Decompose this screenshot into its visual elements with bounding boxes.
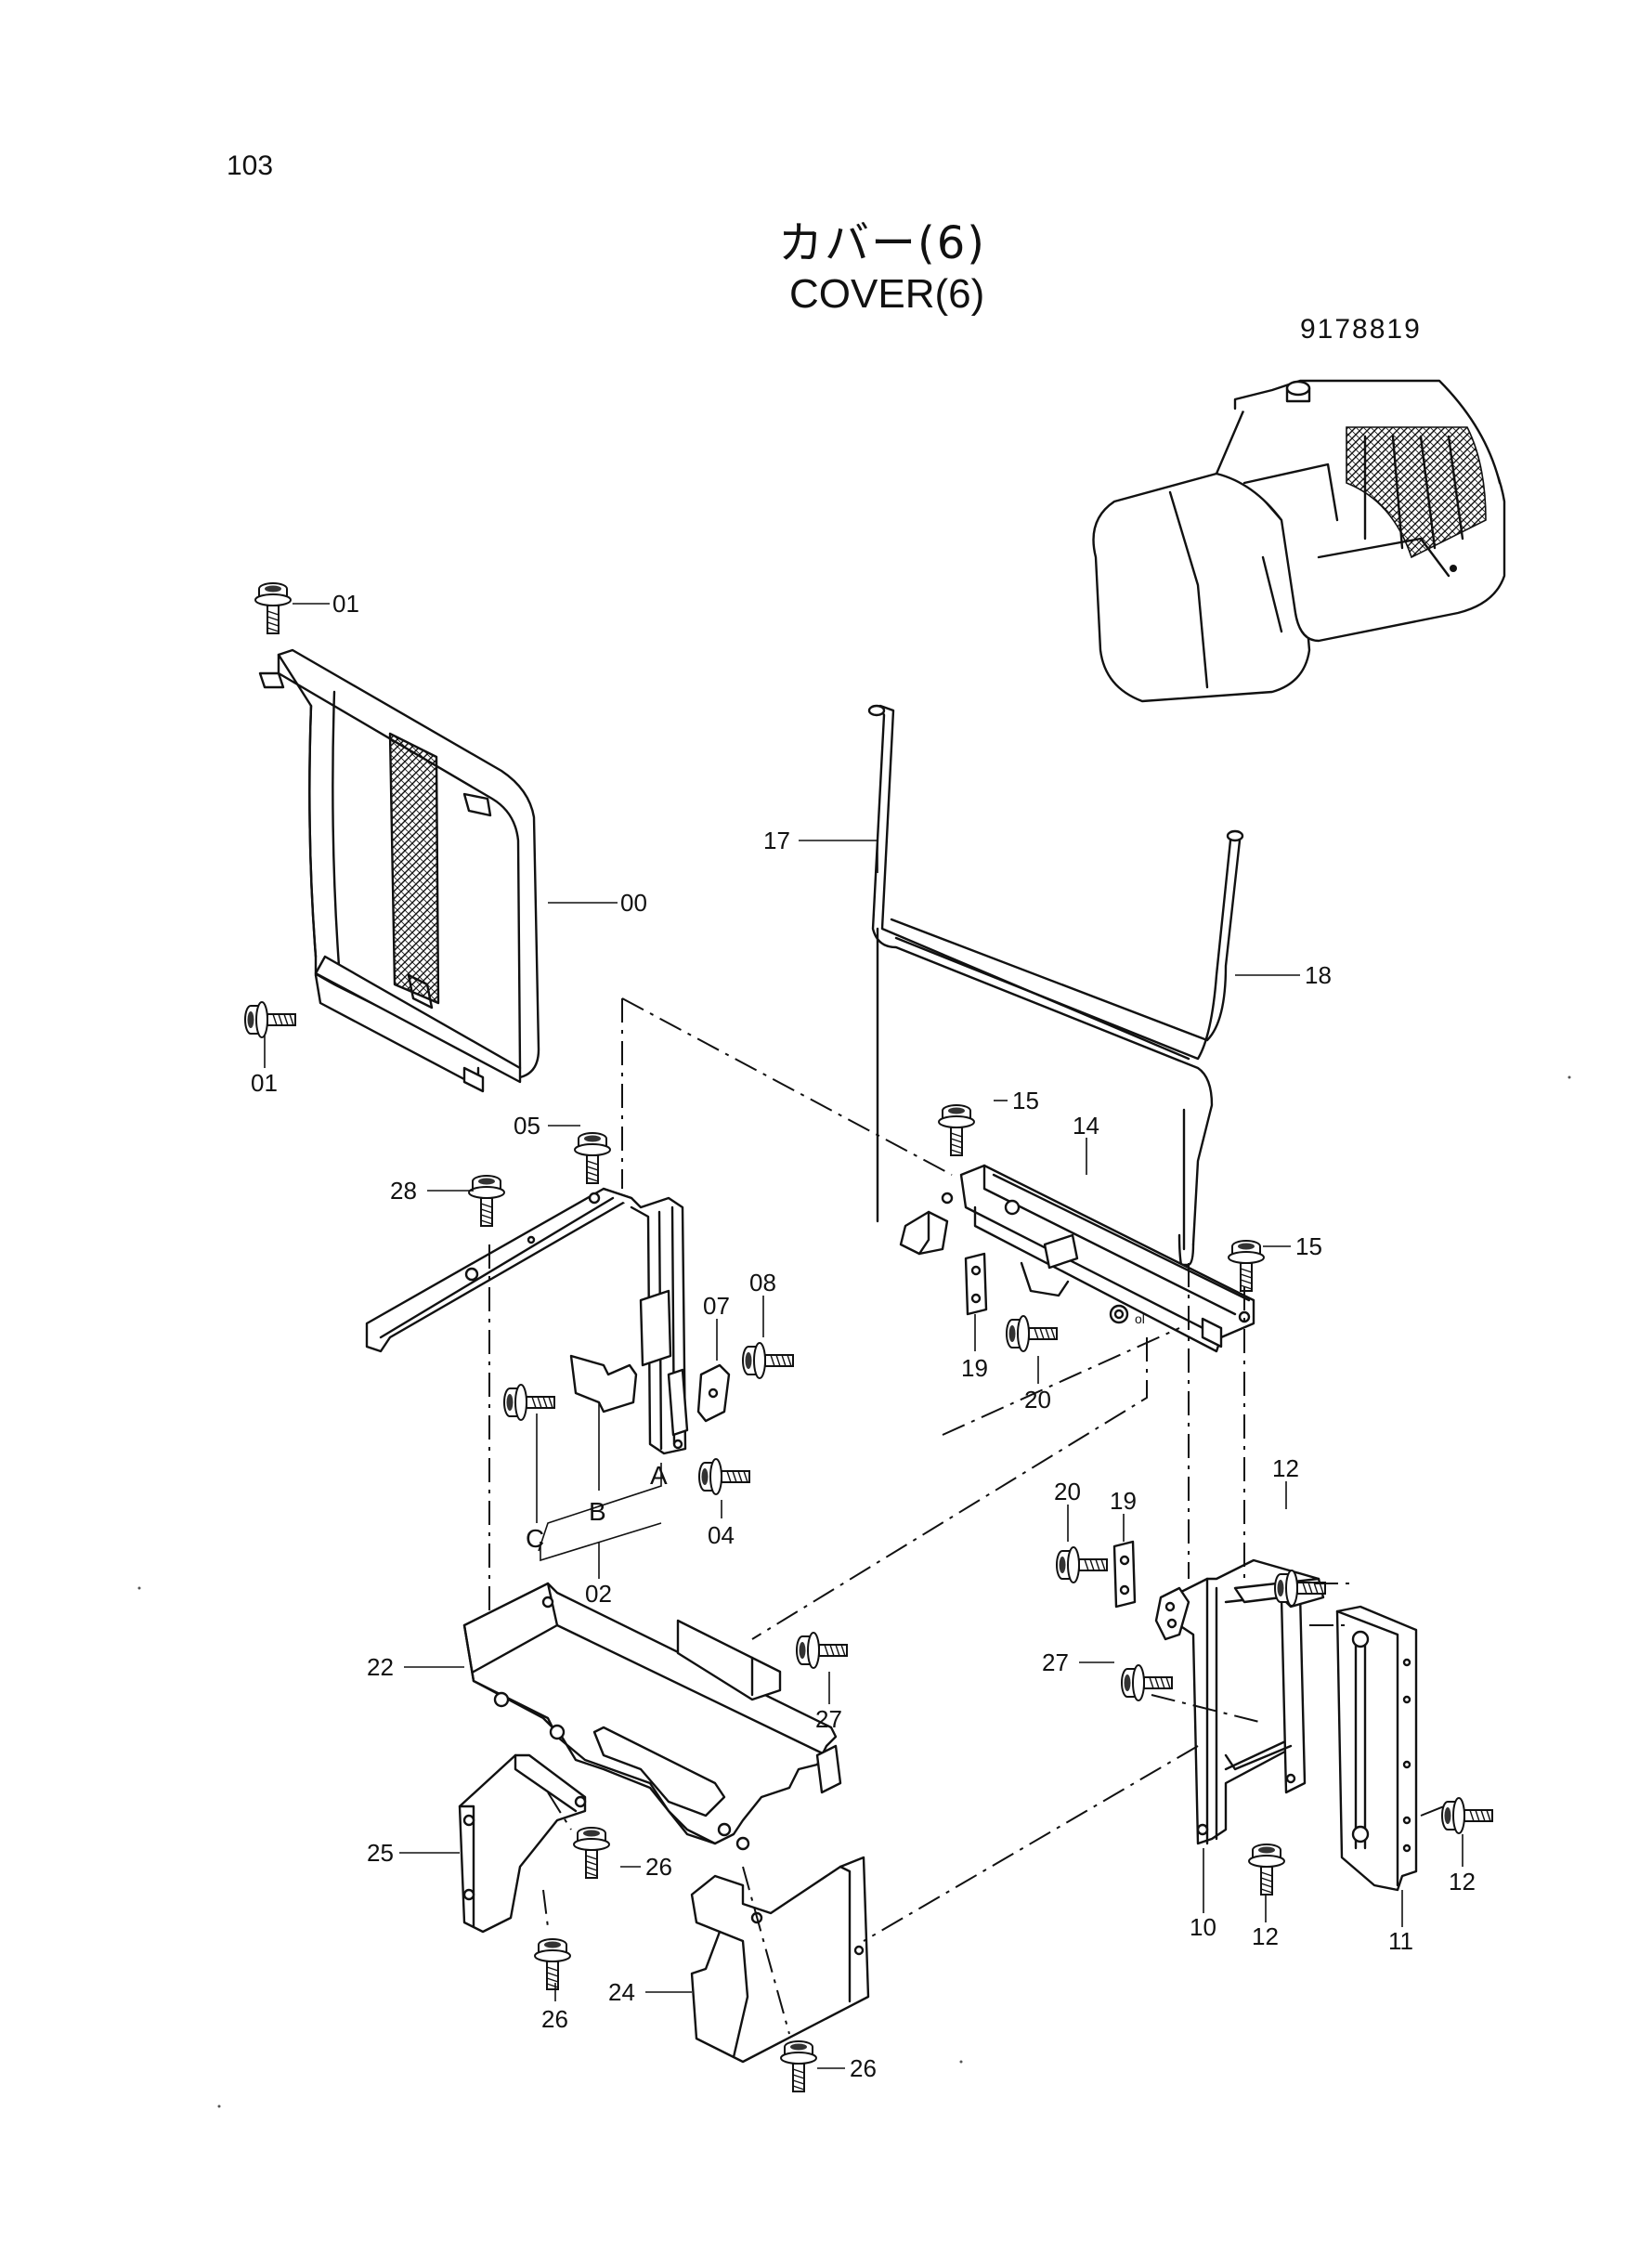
callout-11: 11 [1388, 1927, 1413, 1955]
callout-28: 28 [390, 1177, 417, 1205]
callout-12: 12 [1252, 1922, 1279, 1950]
callout-18: 18 [1305, 961, 1332, 989]
callout-01: 01 [332, 590, 359, 618]
callout-27: 27 [1042, 1648, 1069, 1676]
callout-26: 26 [541, 2005, 568, 2033]
part-17-18-support-rods [867, 704, 1244, 1267]
bolt-15-right [1228, 1240, 1265, 1292]
bolt-20-lower [1056, 1546, 1108, 1583]
bolt-20-upper [1006, 1315, 1058, 1352]
diagram-title-english: COVER(6) [789, 271, 985, 317]
scan-specks [137, 1075, 1571, 2108]
bolt-27-left [796, 1632, 848, 1669]
part-22-lower-tray [462, 1582, 842, 1851]
part-00-grille-cover [258, 648, 540, 1093]
callout-20: 20 [1054, 1478, 1081, 1505]
callout-02: 02 [585, 1580, 612, 1608]
callout-19: 19 [1110, 1487, 1137, 1515]
part-07-clip [696, 1363, 731, 1423]
part-10-support-frame [1112, 1540, 1325, 1845]
callout-19: 19 [961, 1354, 988, 1382]
bolt-12-bottom [1248, 1844, 1285, 1896]
callout-10: 10 [1190, 1913, 1216, 1941]
callout-05: 05 [514, 1112, 540, 1140]
callout-17: 17 [763, 827, 790, 854]
svg-text:ol: ol [1135, 1311, 1145, 1326]
callout-leader-lines [264, 603, 1463, 2069]
callout-14: 14 [1073, 1112, 1099, 1140]
part-25-side-plate [458, 1753, 587, 1934]
callout-01: 01 [251, 1069, 278, 1097]
callout-08: 08 [749, 1269, 776, 1296]
callout-25: 25 [367, 1839, 394, 1867]
callout-27: 27 [815, 1705, 842, 1733]
part-11-side-cover [1335, 1605, 1418, 1892]
part-02-side-bracket [365, 1187, 689, 1455]
callout-22: 22 [367, 1653, 394, 1681]
callout-26: 26 [645, 1853, 672, 1881]
machine-overview-illustration [1092, 379, 1506, 703]
bolt-12-right [1441, 1797, 1493, 1834]
part-19-plate-upper [964, 1252, 988, 1316]
callout-B: B [589, 1497, 606, 1526]
callout-07: 07 [703, 1292, 730, 1320]
bolt-26-middle [573, 1827, 610, 1879]
bolt-04 [698, 1458, 750, 1495]
callout-24: 24 [608, 1978, 635, 2006]
document-number: 9178819 [1300, 314, 1422, 345]
callout-00: 00 [620, 889, 647, 917]
bolt-26-lower [534, 1938, 571, 1990]
bolt-05 [574, 1132, 611, 1184]
callout-12: 12 [1449, 1868, 1476, 1896]
bolt-15-left [938, 1104, 975, 1156]
bolt-01-upper [254, 582, 292, 634]
callout-04: 04 [708, 1521, 735, 1549]
bolt-08 [742, 1342, 794, 1379]
callout-12: 12 [1272, 1454, 1299, 1482]
bolt-27-right [1121, 1664, 1173, 1701]
callout-A: A [650, 1461, 668, 1490]
part-14-upper-bracket: ol [899, 1164, 1255, 1353]
part-24-lower-cover [690, 1856, 870, 2064]
bolt-02-C [503, 1384, 555, 1421]
callout-15: 15 [1012, 1087, 1039, 1114]
assembly-alignment-lines [488, 997, 1445, 2035]
callout-C: C [526, 1524, 544, 1553]
diagram-title-japanese: カバー(6) [778, 217, 986, 269]
callout-labels: 01 00 01 17 18 05 28 15 14 15 08 07 19 2… [251, 590, 1476, 2082]
callout-15: 15 [1295, 1232, 1322, 1260]
bolt-26-bottom [780, 2040, 817, 2092]
bolt-01-lower [244, 1001, 296, 1038]
page-number: 103 [227, 150, 274, 181]
callout-20: 20 [1024, 1386, 1051, 1414]
callout-26: 26 [850, 2054, 877, 2082]
bolt-28 [468, 1175, 505, 1227]
